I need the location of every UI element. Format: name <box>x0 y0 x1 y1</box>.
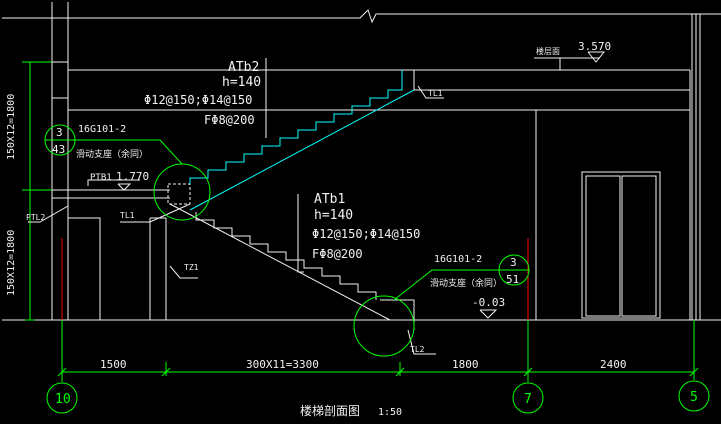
detail-right-top: 3 <box>510 256 517 269</box>
vertical-dim-lower: 150X12=1800 <box>6 230 17 296</box>
tag-tz1: TZ1 <box>184 263 199 272</box>
annotation-leaders <box>28 51 606 355</box>
detail-right-bottom: 51 <box>506 273 519 286</box>
tag-tl1-left: TL1 <box>120 211 135 220</box>
upper-stair-rebar-main: Φ12@150;Φ14@150 <box>144 93 252 107</box>
drawing-title: 楼梯剖面图 <box>300 403 360 418</box>
detail-callouts <box>44 124 530 357</box>
stair-flight-lower <box>169 203 391 321</box>
axis-bubble-right <box>678 380 710 412</box>
horizontal-dim-2: 300X11=3300 <box>246 358 319 371</box>
upper-stair-code: ATb2 <box>228 60 259 75</box>
upper-stair-height: h=140 <box>222 75 261 90</box>
horizontal-dim-4: 2400 <box>600 358 627 371</box>
axis-label-right: 5 <box>690 390 698 405</box>
axis-label-left: 10 <box>55 392 71 407</box>
tag-tl2-bottom: TL2 <box>410 345 425 354</box>
tag-tl1-upper: TL1 <box>428 89 443 98</box>
dimension-lines <box>22 61 699 377</box>
upper-stair-rebar-dist: FΦ8@200 <box>204 113 255 127</box>
axis-bubble-middle <box>512 382 544 414</box>
detail-right-ref: 16G101-2 <box>434 254 482 265</box>
lower-stair-rebar-dist: FΦ8@200 <box>312 247 363 261</box>
detail-left-ref: 16G101-2 <box>78 124 126 135</box>
bottom-level-value: -0.03 <box>472 296 505 309</box>
mid-level-value: 1.770 <box>116 170 149 183</box>
top-level-value: 3.570 <box>578 40 611 53</box>
horizontal-dim-3: 1800 <box>452 358 479 371</box>
tag-ptl2: PTL2 <box>26 213 45 222</box>
axis-label-middle: 7 <box>524 392 532 407</box>
detail-left-bottom: 43 <box>52 143 65 156</box>
structure-outline <box>2 2 721 330</box>
detail-left-top: 3 <box>56 126 63 139</box>
stair-flight-upper <box>189 70 415 211</box>
vertical-dim-upper: 150X12=1800 <box>6 94 17 160</box>
top-level-label: 楼层面 <box>536 46 560 56</box>
horizontal-dim-1: 1500 <box>100 358 127 371</box>
lower-stair-code: ATb1 <box>314 192 345 207</box>
axis-bubble-left <box>46 382 78 414</box>
mid-level-tag: PTB1 <box>90 173 112 183</box>
lower-stair-height: h=140 <box>314 208 353 223</box>
detail-left-note: 滑动支座（余同） <box>76 148 148 160</box>
lower-stair-rebar-main: Φ12@150;Φ14@150 <box>312 227 420 241</box>
detail-right-note: 滑动支座（余同） <box>430 277 502 289</box>
drawing-scale: 1:50 <box>378 407 402 418</box>
